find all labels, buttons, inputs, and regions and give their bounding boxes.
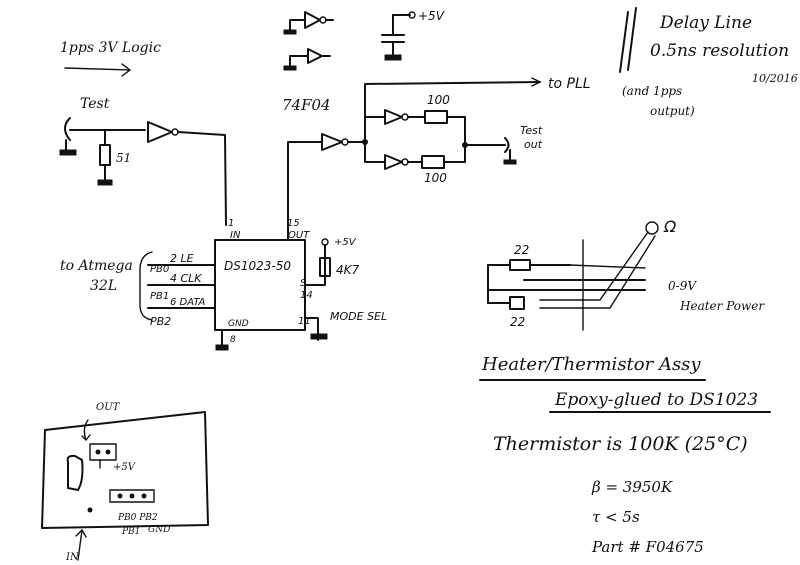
pin-11-label: 11 bbox=[298, 316, 311, 327]
date-label: 10/2016 bbox=[752, 72, 798, 85]
atmega-label-2: 32L bbox=[90, 278, 117, 294]
spare-gate-symbols bbox=[283, 11, 334, 71]
atmega-label-1: to Atmega bbox=[60, 258, 133, 274]
assy-subtitle: Epoxy-glued to DS1023 bbox=[554, 390, 758, 410]
vcc-chip-label: +5V bbox=[334, 237, 357, 248]
board-out-label: OUT bbox=[96, 402, 121, 413]
pin-out-number: 15 bbox=[287, 218, 300, 229]
input-buffer bbox=[147, 121, 227, 226]
thermistor-note-3: τ < 5s bbox=[592, 508, 640, 526]
board-pb1-label: PB1 bbox=[121, 527, 140, 537]
le-pin-label: 2 LE bbox=[170, 252, 194, 265]
title-line-1: Delay Line bbox=[659, 13, 752, 33]
pll-note-1: (and 1pps bbox=[622, 84, 682, 98]
output-buffers bbox=[321, 77, 541, 170]
pll-note-2: output) bbox=[650, 104, 695, 118]
assy-title: Heater/Thermistor Assy bbox=[481, 354, 701, 375]
chip-name: DS1023-50 bbox=[224, 259, 291, 273]
pin-gnd-label: GND bbox=[228, 319, 249, 329]
heater-power-label-1: 0-9V bbox=[668, 279, 697, 293]
pb1-label: PB1 bbox=[150, 291, 169, 302]
test-out-label-2: out bbox=[524, 138, 543, 151]
test-input-label: Test bbox=[80, 96, 110, 112]
to-pll-label: to PLL bbox=[548, 76, 591, 92]
res-22b-label: 22 bbox=[510, 315, 525, 329]
thermistor-note-4: Part # F04675 bbox=[591, 538, 704, 556]
chip-wiring bbox=[215, 141, 331, 351]
ds1023-chip bbox=[214, 239, 306, 331]
thermistor-note-1: Thermistor is 100K (25°C) bbox=[493, 433, 748, 455]
pb0-label: PB0 bbox=[150, 264, 169, 275]
board-outline bbox=[41, 411, 209, 561]
resistor-51-label: 51 bbox=[116, 151, 131, 165]
board-5v-label: +5V bbox=[113, 462, 137, 473]
res-bot-label: 100 bbox=[424, 171, 447, 185]
thermistor-note-2: β = 3950K bbox=[591, 478, 673, 496]
mode-sel-label: MODE SEL bbox=[330, 310, 387, 323]
terminator-resistor bbox=[97, 129, 113, 186]
pin-out-label: OUT bbox=[288, 230, 310, 241]
ohm-label: Ω bbox=[663, 217, 677, 236]
res-top-label: 100 bbox=[427, 93, 450, 107]
data-pin-label: 6 DATA bbox=[170, 297, 206, 308]
title-bars bbox=[619, 7, 637, 73]
heater-assembly bbox=[487, 221, 659, 331]
res-4k7-label: 4K7 bbox=[336, 263, 360, 277]
test-input-connector[interactable] bbox=[59, 117, 146, 156]
decoupling-capacitor bbox=[381, 11, 416, 61]
pin-8-label: 8 bbox=[230, 335, 236, 345]
res-22a-label: 22 bbox=[514, 243, 529, 257]
heater-power-label-2: Heater Power bbox=[679, 299, 765, 313]
board-in-label: IN bbox=[65, 552, 80, 563]
pin-14-label: 14 bbox=[300, 290, 313, 301]
pb2-label: PB2 bbox=[150, 315, 171, 328]
vcc-top-label: +5V bbox=[418, 9, 445, 23]
pin-in-label: IN bbox=[230, 230, 241, 241]
test-out-label-1: Test bbox=[520, 124, 543, 137]
title-line-2: 0.5ns resolution bbox=[650, 41, 789, 61]
pin-in-number: 1 bbox=[228, 218, 234, 229]
board-pins-label: PB0 PB2 bbox=[117, 513, 158, 523]
atmega-bus bbox=[139, 251, 216, 321]
board-gnd-label: GND bbox=[148, 525, 170, 535]
logic-note: 1pps 3V Logic bbox=[60, 40, 161, 56]
pin-s-label: S bbox=[300, 278, 307, 289]
buffer-label: 74F04 bbox=[282, 96, 331, 114]
clk-pin-label: 4 CLK bbox=[170, 272, 202, 285]
